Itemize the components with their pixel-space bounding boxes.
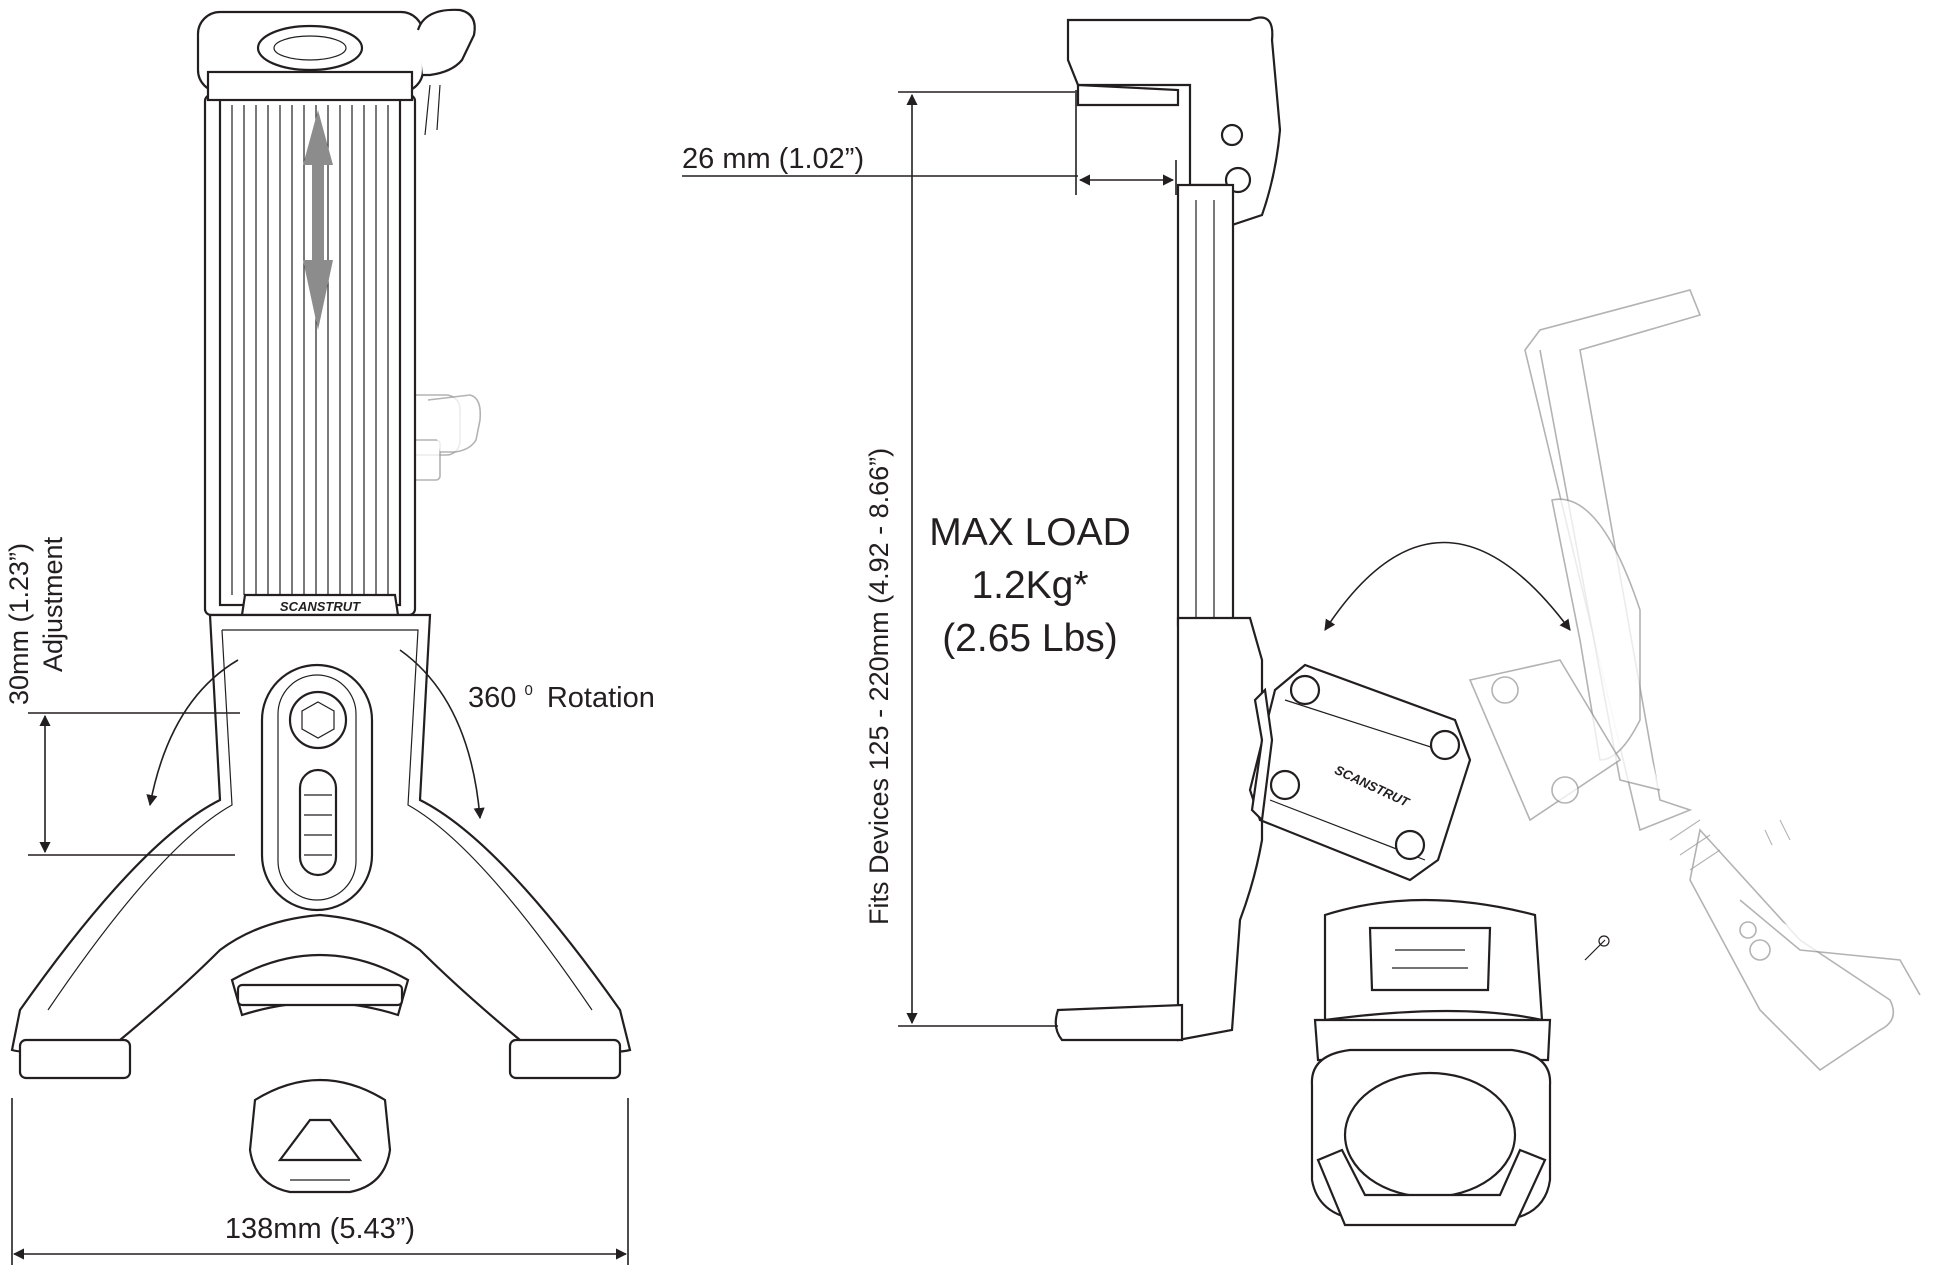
cradle-base xyxy=(10,613,632,1194)
max-load-title: MAX LOAD xyxy=(929,511,1131,554)
swivel-arm: SCANSTRUT xyxy=(1248,663,1472,882)
rotation-label: 360 0 Rotation xyxy=(468,670,655,714)
adjust-double-arrow xyxy=(303,110,333,330)
swivel-block-ghost xyxy=(1468,659,1622,822)
top-clamp-head xyxy=(196,8,476,136)
thickness-label: 26 mm (1.02”) xyxy=(682,143,864,175)
front-view: SCANSTRUT xyxy=(4,8,655,1265)
max-load-lbs: (2.65 Lbs) xyxy=(942,617,1118,660)
svg-text:360 0 Rotation: 360 0 Rotation xyxy=(468,670,655,714)
width-label: 138mm (5.43”) xyxy=(225,1213,415,1245)
rotation-arrows xyxy=(146,649,485,820)
device-range-label: Fits Devices 125 - 220mm (4.92 - 8.66”) xyxy=(864,448,894,925)
thickness-dimension: 26 mm (1.02”) xyxy=(682,90,1177,195)
side-body xyxy=(1176,183,1264,1042)
adjustment-value-label: 30mm (1.23”) xyxy=(4,543,34,705)
mount-view: SCANSTRUT xyxy=(1248,289,1921,1227)
side-bottom-jaw xyxy=(1054,1003,1184,1042)
rotation-word: Rotation xyxy=(547,682,655,714)
cradle-spine xyxy=(203,93,417,617)
side-top-jaw xyxy=(1066,16,1282,227)
side-view: Fits Devices 125 - 220mm (4.92 - 8.66”) … xyxy=(682,16,1282,1042)
brand-strip: SCANSTRUT xyxy=(240,593,400,617)
device-range-dimension: Fits Devices 125 - 220mm (4.92 - 8.66”) xyxy=(864,91,1075,1027)
adjustment-dimension: 30mm (1.23”) Adjustment xyxy=(4,536,240,856)
adjustment-word-label: Adjustment xyxy=(38,536,68,672)
max-load-kg: 1.2Kg* xyxy=(971,564,1088,607)
rotation-degree-mark: 0 xyxy=(524,682,532,699)
width-dimension: 138mm (5.43”) xyxy=(11,1098,629,1265)
rotation-value: 360 xyxy=(468,682,516,714)
brand-logo-text: SCANSTRUT xyxy=(280,599,361,614)
tilted-cradle-ghost xyxy=(1524,289,1921,1072)
swivel-arc-arrow xyxy=(1324,541,1571,631)
rail-clamp xyxy=(1310,898,1610,1227)
max-load-block: MAX LOAD 1.2Kg* (2.65 Lbs) xyxy=(929,511,1131,660)
